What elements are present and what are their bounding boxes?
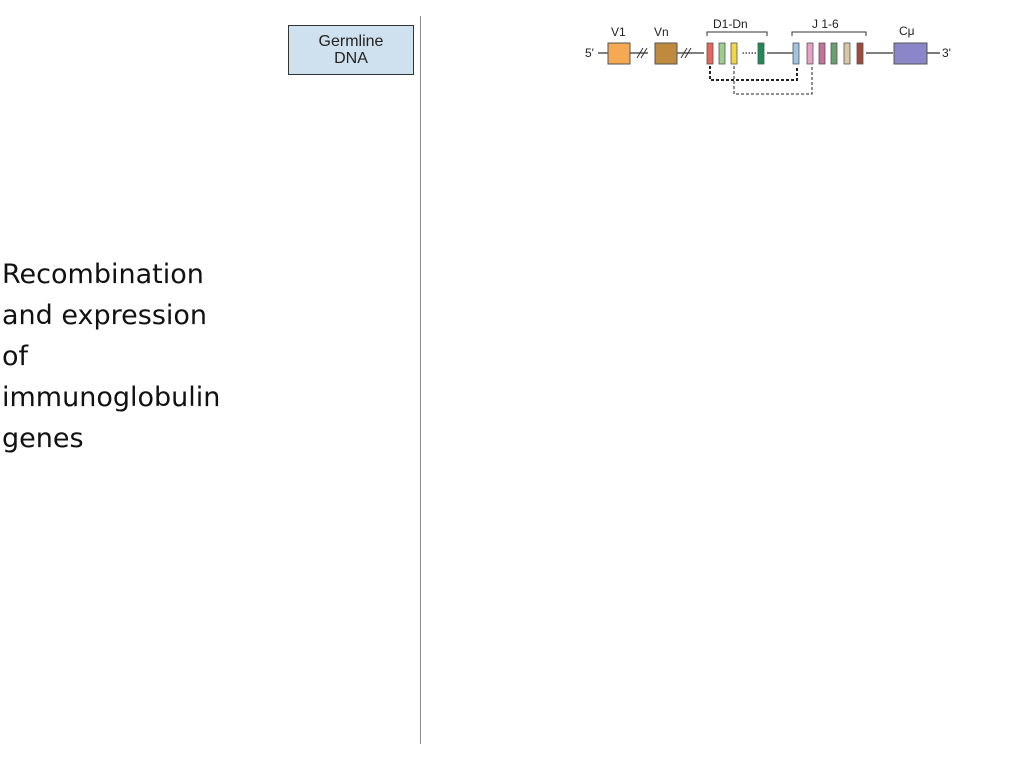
j-segment-4 xyxy=(830,42,838,65)
j-segments xyxy=(792,42,864,65)
d-segment-3 xyxy=(730,42,738,65)
vertical-divider xyxy=(420,16,421,744)
c-mu-segment xyxy=(893,42,928,65)
slide-title: Recombination and expression of immunogl… xyxy=(2,254,252,459)
alternate-joining-line xyxy=(733,66,813,95)
d-segments xyxy=(706,42,765,65)
vn-segment xyxy=(654,42,678,65)
v1-segment xyxy=(607,42,631,65)
title-line-2: and expression xyxy=(2,300,208,331)
j-segment-6 xyxy=(856,42,864,65)
vn-label: Vn xyxy=(654,25,669,39)
d-segment-4 xyxy=(757,42,765,65)
d-region-label: D1-Dn xyxy=(713,17,748,31)
d-segment-2 xyxy=(718,42,726,65)
title-line-3: of xyxy=(2,341,29,372)
d-to-j-joining-line xyxy=(709,66,798,81)
j-segment-1 xyxy=(792,42,800,65)
v1-label: V1 xyxy=(611,25,626,39)
five-prime-label: 5' xyxy=(585,46,594,60)
recombination-lines xyxy=(709,66,813,95)
d-region-bracket xyxy=(706,31,768,36)
germline-dna-label-box: Germline DNA xyxy=(288,25,414,75)
j-segment-3 xyxy=(818,42,826,65)
j-region-label: J 1-6 xyxy=(812,17,839,31)
j-segment-2 xyxy=(806,42,814,65)
d-segment-1 xyxy=(706,42,714,65)
title-line-1: Recombination xyxy=(2,259,204,290)
j-region-bracket xyxy=(791,31,867,36)
stage-label-line-1: Germline xyxy=(318,33,384,50)
sequence-gap-marks xyxy=(636,47,692,59)
title-line-5: genes xyxy=(2,423,84,454)
three-prime-label: 3' xyxy=(942,46,951,60)
c-mu-label: Cμ xyxy=(899,24,915,38)
stage-label-line-2: DNA xyxy=(334,50,368,67)
title-line-4: immunoglobulin xyxy=(2,382,221,413)
j-segment-5 xyxy=(843,42,851,65)
